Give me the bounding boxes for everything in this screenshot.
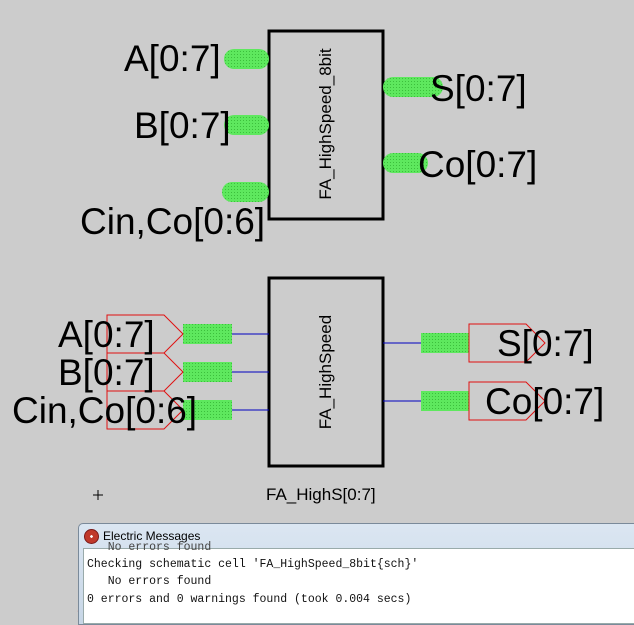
export-cin[interactable]: [106, 390, 184, 430]
top-pin-cin[interactable]: [222, 182, 269, 202]
export-co[interactable]: [468, 381, 546, 421]
wire-s[interactable]: [421, 333, 469, 353]
bottom-label-cin: Cin,Co[0:6]: [12, 390, 198, 431]
bottom-cell-name: FA_HighSpeed: [316, 314, 335, 430]
wire-co[interactable]: [421, 391, 469, 411]
messages-window-title: Electric Messages: [103, 529, 201, 543]
wire-b[interactable]: [183, 362, 232, 382]
export-a[interactable]: [106, 314, 184, 354]
message-line: 0 errors and 0 warnings found (took 0.00…: [87, 593, 412, 606]
wire-a[interactable]: [183, 324, 232, 344]
messages-text-area[interactable]: No errors found Checking schematic cell …: [83, 541, 634, 624]
top-pin-co[interactable]: [383, 153, 428, 173]
export-b[interactable]: [106, 352, 184, 392]
top-label-co: Co[0:7]: [418, 144, 538, 185]
message-line: No errors found: [87, 541, 212, 554]
top-pin-b[interactable]: [224, 115, 269, 135]
top-pin-a[interactable]: [224, 49, 269, 69]
top-label-cin: Cin,Co[0:6]: [80, 201, 266, 242]
top-label-s: S[0:7]: [430, 68, 527, 109]
top-cell-name: FA_HighSpeed_8bit: [316, 48, 335, 200]
instance-name[interactable]: FA_HighS[0:7]: [266, 485, 376, 504]
electric-app-icon: [84, 529, 99, 544]
message-line: Checking schematic cell 'FA_HighSpeed_8b…: [87, 558, 419, 571]
wire-cin[interactable]: [183, 400, 232, 420]
export-s[interactable]: [468, 323, 546, 363]
bottom-label-a: A[0:7]: [58, 314, 155, 355]
top-pin-s[interactable]: [383, 77, 443, 97]
bus-wires: [232, 333, 421, 411]
top-label-b: B[0:7]: [134, 105, 231, 146]
top-label-a: A[0:7]: [124, 38, 221, 79]
message-line: No errors found: [87, 575, 212, 588]
cursor-crosshair: [93, 490, 103, 500]
messages-window[interactable]: Electric Messages No errors found Checki…: [78, 523, 634, 625]
bottom-label-b: B[0:7]: [58, 352, 155, 393]
bottom-label-s: S[0:7]: [497, 323, 594, 364]
bottom-label-co: Co[0:7]: [485, 381, 605, 422]
